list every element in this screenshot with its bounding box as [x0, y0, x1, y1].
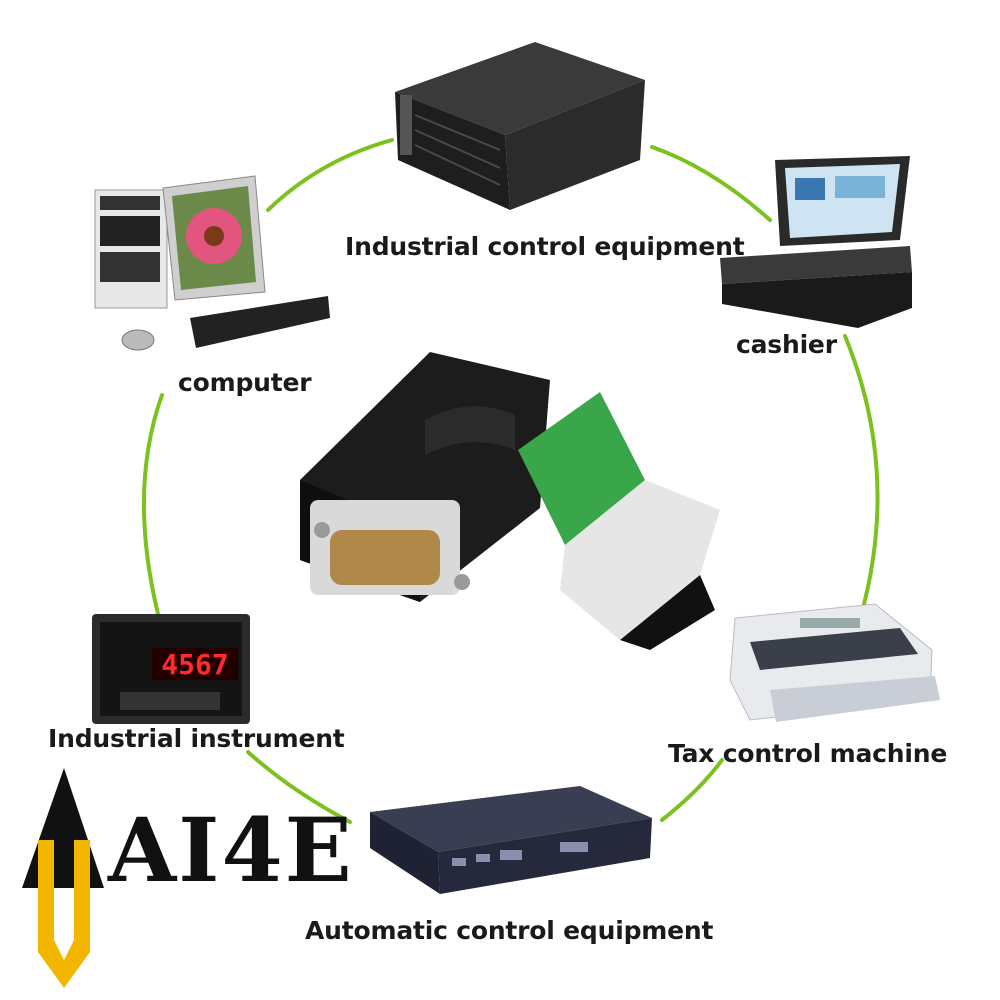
- node-label-computer: computer: [178, 368, 312, 397]
- node-label-industrial-instrument: Industrial instrument: [48, 724, 345, 753]
- automatic-control-equipment-image: [370, 786, 652, 894]
- node-label-industrial-control: Industrial control equipment: [345, 232, 745, 261]
- tax-control-machine-image: [729, 603, 940, 722]
- cashier-image: [720, 156, 912, 328]
- brand-logo: [22, 768, 104, 988]
- industrial-control-equipment-image: [395, 42, 645, 210]
- db9-adapter-image: [300, 352, 720, 650]
- node-label-cashier: cashier: [736, 330, 837, 359]
- brand-logo-text: AI4E: [108, 798, 354, 902]
- node-label-tax-control: Tax control machine: [668, 739, 948, 768]
- connection-ring: [142, 138, 880, 824]
- node-label-automatic-control: Automatic control equipment: [305, 916, 714, 945]
- industrial-instrument-image: [92, 614, 250, 724]
- computer-image: [94, 175, 330, 351]
